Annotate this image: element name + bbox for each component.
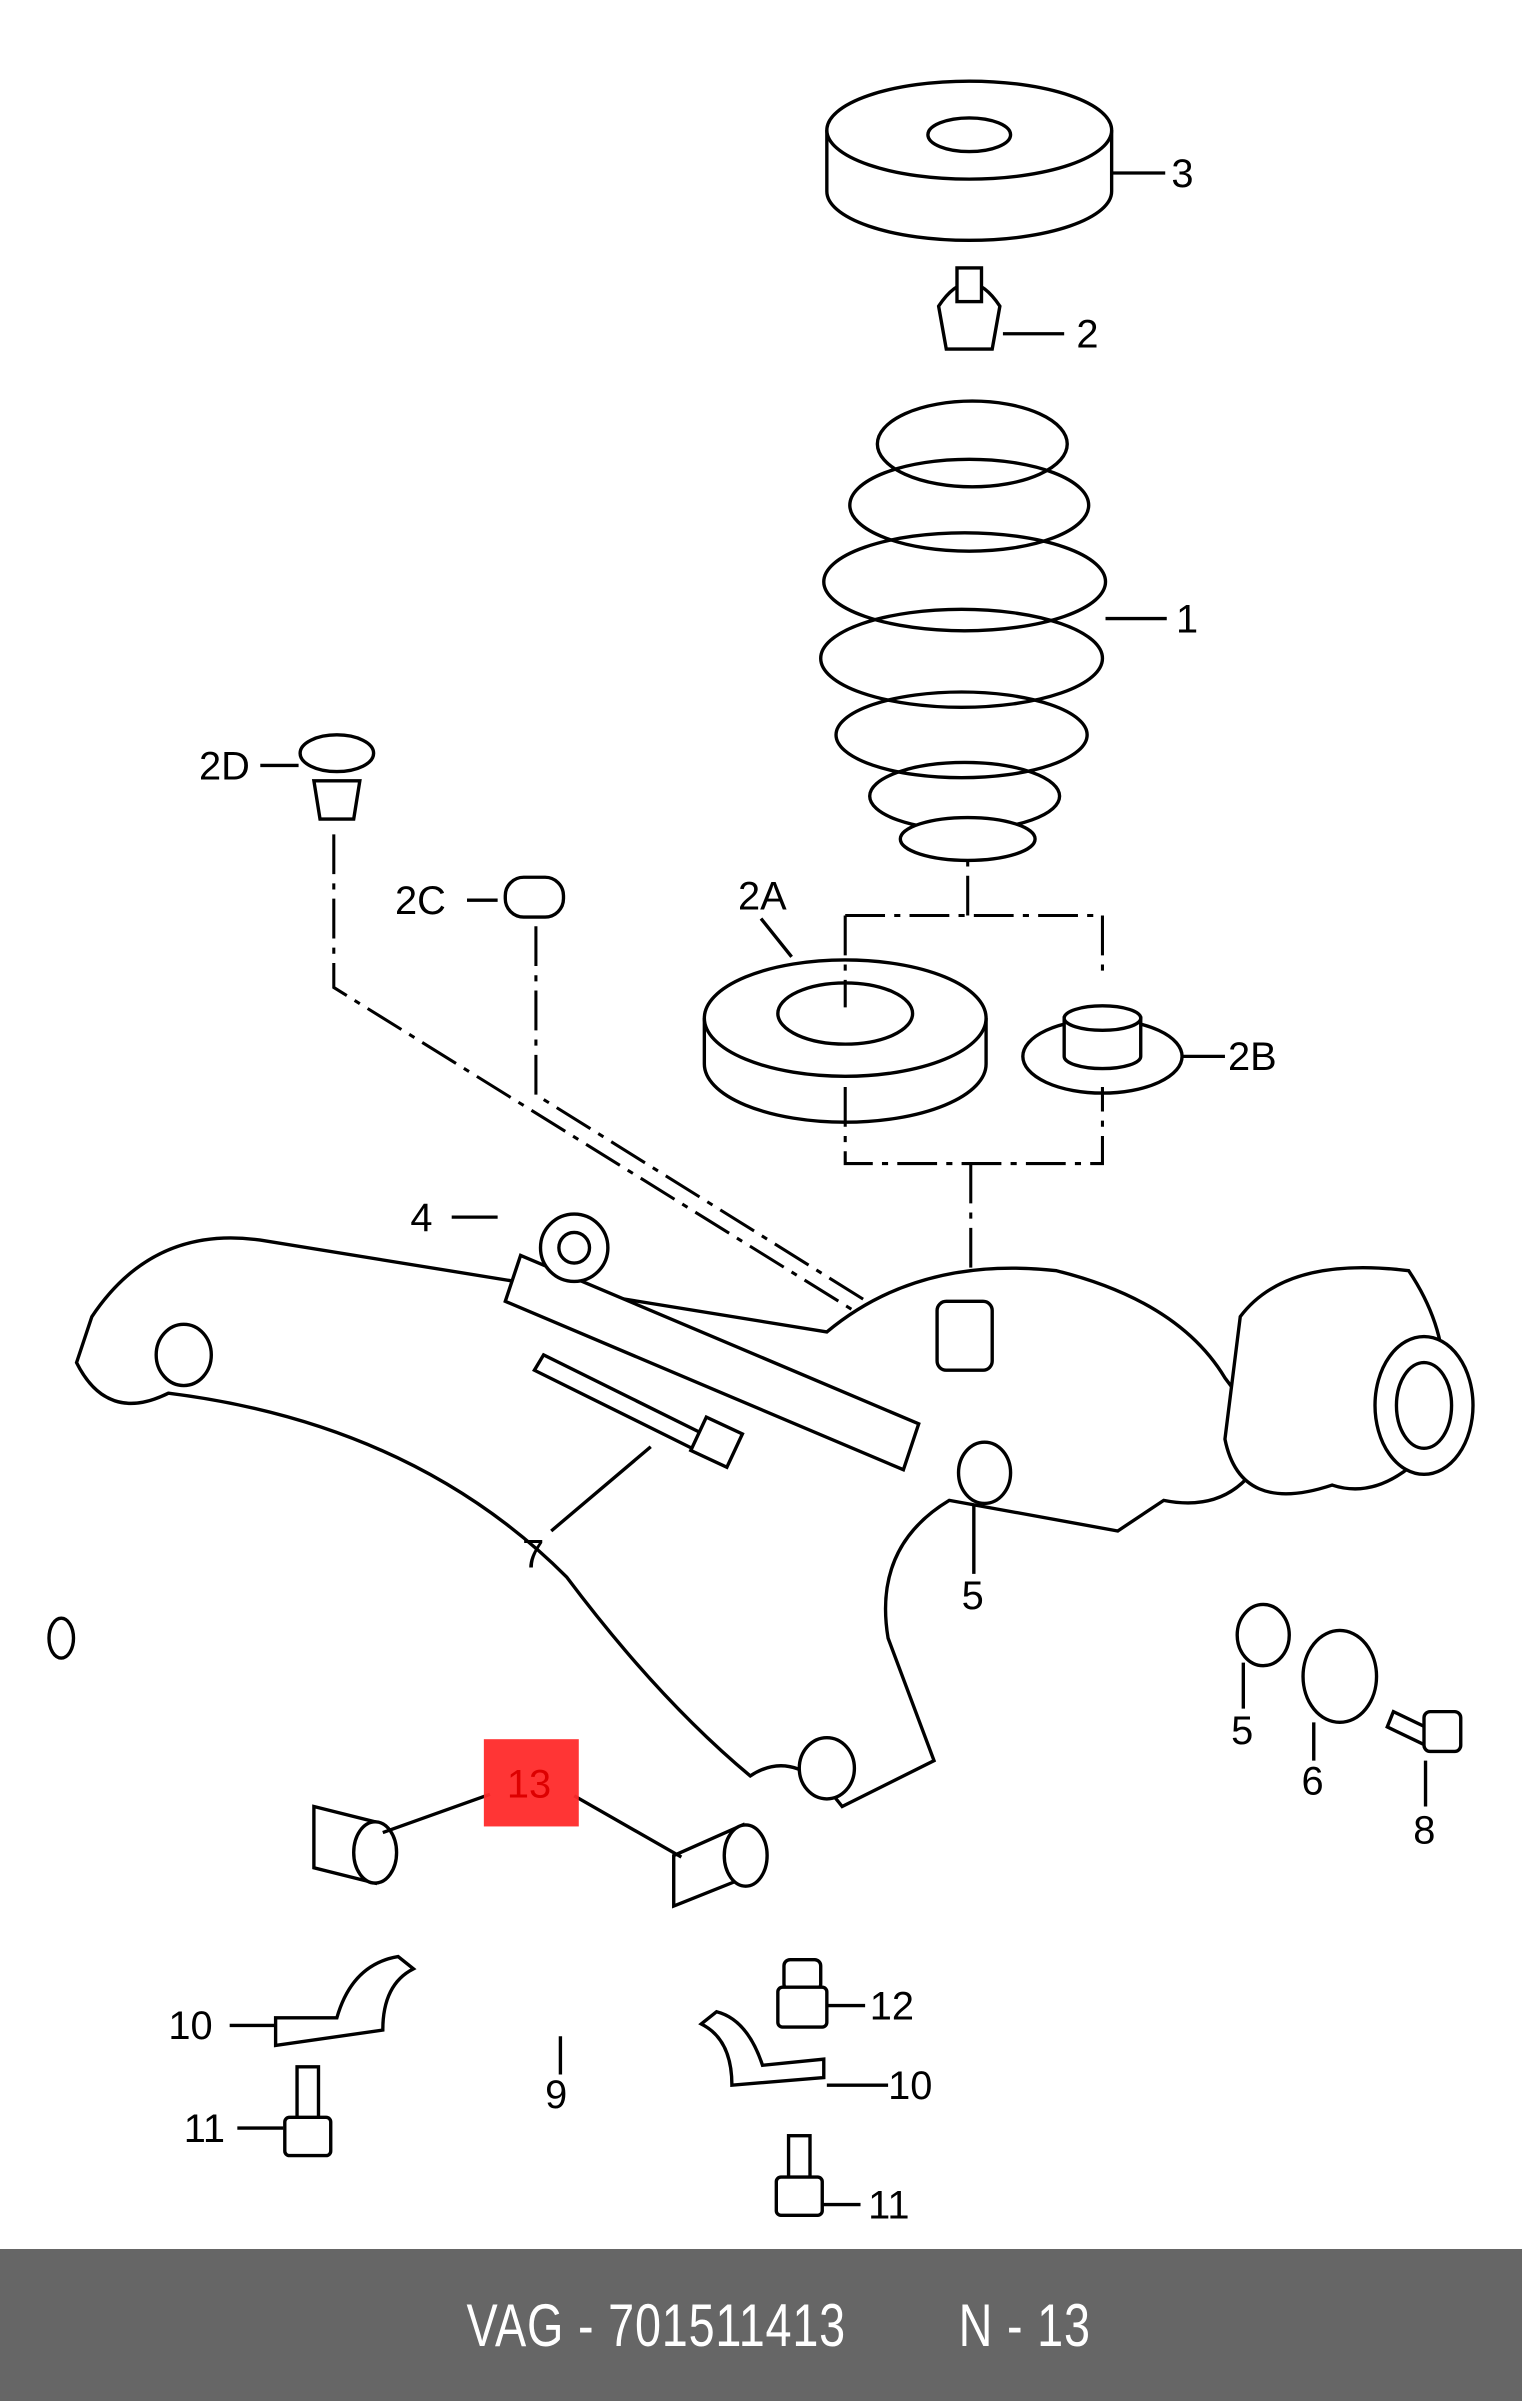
label-2a: 2A (738, 874, 787, 918)
label-5-lower: 5 (1231, 1709, 1253, 1753)
part-2-bump-stop (936, 266, 1002, 351)
part-4-shock-absorber (503, 1212, 921, 1472)
label-7: 7 (522, 1533, 544, 1577)
label-11-right: 11 (868, 2183, 909, 2227)
highlight-box (483, 1739, 579, 1827)
part-5-bushing-lower (1235, 1602, 1291, 1668)
diagram-position: N - 13 (958, 2291, 1091, 2359)
label-2: 2 (1076, 313, 1098, 357)
part-10-clamp-right (698, 2009, 826, 2088)
part-8-bolt (1385, 1709, 1463, 1754)
part-2b-seat (1021, 1004, 1184, 1095)
label-12: 12 (870, 1984, 914, 2028)
label-2c: 2C (395, 879, 446, 923)
part-10-clamp-left (273, 1954, 417, 2048)
label-5-upper: 5 (962, 1574, 984, 1618)
label-10-right: 10 (888, 2064, 932, 2108)
part-rear-axle-beam (74, 1236, 1475, 1809)
label-2d: 2D (199, 744, 250, 788)
part-2d-clip (298, 733, 376, 821)
part-12-nut (776, 1957, 829, 2029)
callout-lines (229, 171, 1428, 2207)
part-number-footer: VAG - 701511413 N - 13 (0, 2249, 1522, 2401)
label-4: 4 (410, 1196, 432, 1240)
leader-lines (332, 834, 1104, 1341)
part-2a-spring-seat (702, 958, 988, 1124)
part-1-coil-spring (819, 399, 1108, 863)
label-6: 6 (1302, 1759, 1324, 1803)
part-5-bushing-upper (956, 1440, 1013, 1506)
label-13: 13 (507, 1762, 551, 1806)
label-2b: 2B (1228, 1035, 1277, 1079)
label-1: 1 (1176, 597, 1198, 641)
part-6-washer (1301, 1628, 1379, 1725)
part-3-foam-pad (825, 79, 1114, 243)
part-2c-plug (503, 875, 566, 919)
part-11-bolt-right (774, 2134, 824, 2218)
parts-diagram: 3 2 1 2D 2C 2A 2B 4 7 5 5 6 8 13 12 10 1… (47, 79, 1475, 2227)
part-9-stabilizer-bar (47, 1616, 756, 2030)
label-10-left: 10 (168, 2004, 212, 2048)
part-11-bolt-left (283, 2065, 333, 2158)
label-9: 9 (545, 2073, 567, 2117)
part-13-bushing (312, 1804, 769, 1909)
label-8: 8 (1413, 1808, 1435, 1852)
label-11-left: 11 (184, 2107, 225, 2151)
part-7-bolt (532, 1352, 745, 1470)
label-3: 3 (1171, 152, 1193, 196)
brand-part-number: VAG - 701511413 (466, 2291, 847, 2359)
